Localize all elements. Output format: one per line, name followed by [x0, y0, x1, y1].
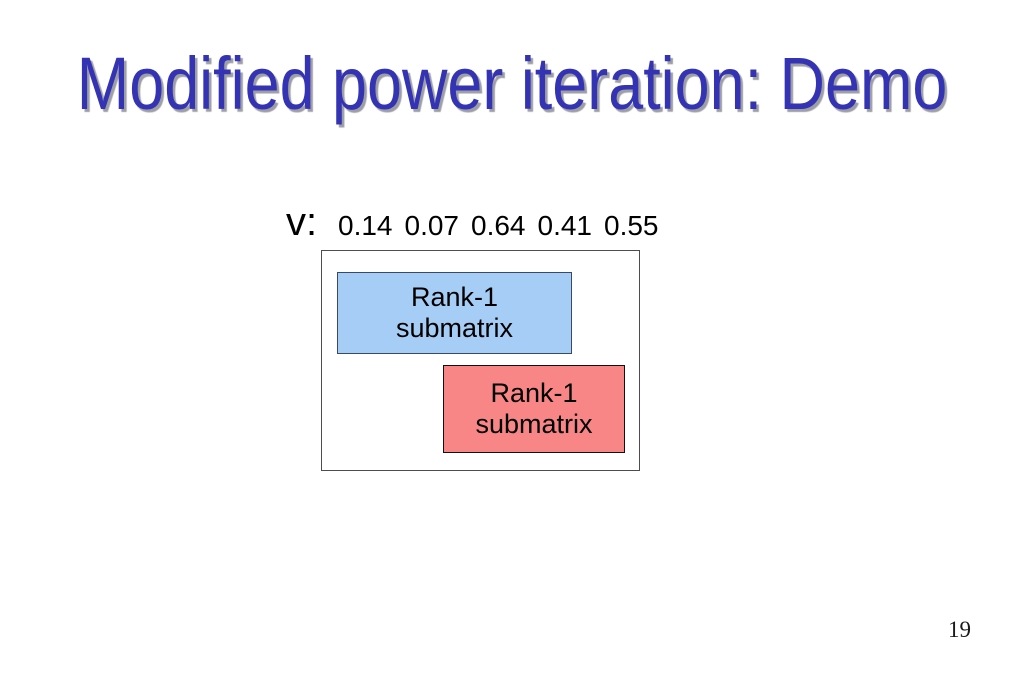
rank1-submatrix-blue: Rank-1 submatrix [337, 272, 572, 354]
vector-value-0: 0.14 [338, 210, 393, 241]
vector-value-1: 0.07 [404, 210, 460, 241]
page-title: Modified power iteration: Demo [76, 42, 948, 125]
vector-value-4: 0.55 [604, 210, 659, 241]
blue-block-label-line2: submatrix [395, 313, 514, 343]
red-block-label-line2: submatrix [475, 409, 593, 439]
vector-value-3: 0.41 [537, 210, 593, 241]
vector-value-2: 0.64 [471, 210, 526, 241]
blue-block-label-line1: Rank-1 [410, 282, 499, 312]
red-block-label-line1: Rank-1 [490, 378, 578, 408]
page-number: 19 [948, 617, 971, 642]
vector-label: v: [286, 200, 318, 244]
vector-values: 0.14 0.07 0.64 0.41 0.55 [338, 212, 659, 240]
rank1-submatrix-red: Rank-1 submatrix [443, 365, 625, 453]
title-row: Modified power iteration: Demo [0, 47, 1023, 121]
